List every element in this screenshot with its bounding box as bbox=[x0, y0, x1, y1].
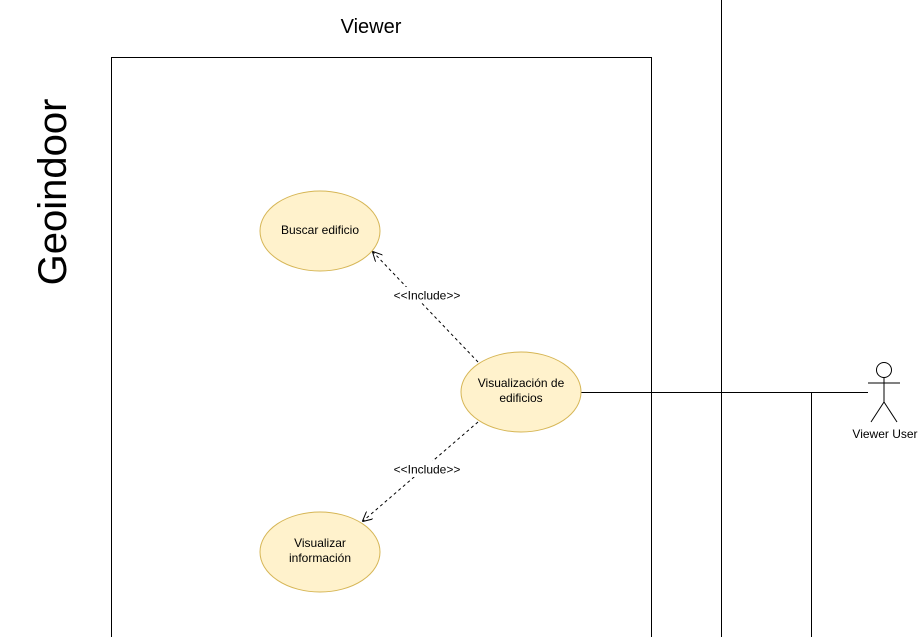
actor-head-icon bbox=[876, 362, 892, 378]
use-case-label: Buscar edificio bbox=[281, 223, 359, 237]
use-case-label: Visualizar bbox=[294, 536, 346, 550]
use-case-buscar-edificio[interactable]: Buscar edificio bbox=[259, 190, 381, 272]
use-case-visualizar-informacion[interactable]: Visualizar información bbox=[259, 511, 381, 593]
include-label-bg bbox=[389, 461, 465, 477]
actor-viewer-user[interactable]: Viewer User bbox=[852, 362, 918, 442]
use-case-label: Visualización de bbox=[478, 376, 565, 390]
use-case-visualizacion-edificios[interactable]: Visualización de edificios bbox=[460, 351, 582, 433]
system-title: Geoindoor bbox=[31, 99, 75, 286]
subsystem-title: Viewer bbox=[341, 16, 402, 38]
include-label: <<Include>> bbox=[394, 463, 461, 477]
use-case-label: información bbox=[289, 551, 351, 565]
system-boundary bbox=[111, 57, 652, 637]
include-arrow bbox=[363, 421, 479, 521]
use-case-label: edificios bbox=[499, 391, 542, 405]
include-label: <<Include>> bbox=[394, 289, 461, 303]
include-label-bg bbox=[389, 287, 465, 303]
actor-label: Viewer User bbox=[852, 427, 917, 441]
include-arrow bbox=[373, 252, 479, 363]
